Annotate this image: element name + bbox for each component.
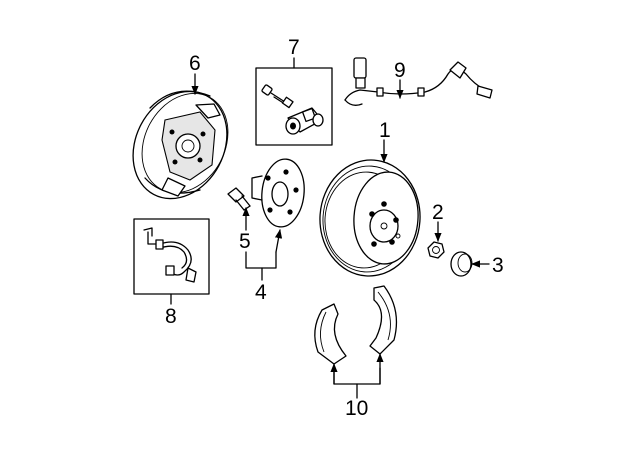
- callout-10: 10: [345, 397, 368, 420]
- bleeder-screw: [261, 84, 294, 109]
- hub-nut: [427, 241, 445, 259]
- leader-lines: [170, 57, 490, 399]
- abs-sensor-wire: [344, 57, 493, 106]
- brake-drum: [319, 159, 421, 277]
- brake-hose-box: [133, 218, 210, 295]
- wheel-cylinder-box: [255, 67, 333, 146]
- callout-3: 3: [492, 254, 504, 277]
- brake-shoe-left: [314, 303, 347, 365]
- callout-9: 9: [394, 59, 406, 82]
- callout-5: 5: [239, 230, 251, 253]
- callout-2: 2: [432, 201, 444, 224]
- callout-7: 7: [288, 36, 300, 59]
- hub-cap: [450, 251, 473, 277]
- hub-flange: [251, 158, 305, 228]
- callout-4: 4: [255, 281, 267, 304]
- callout-6: 6: [189, 52, 201, 75]
- wheel-cylinder: [285, 107, 324, 135]
- hub-bolt: [227, 187, 251, 211]
- callout-8: 8: [165, 305, 177, 328]
- backing-plate: [132, 90, 229, 200]
- brake-shoe-right: [369, 285, 398, 355]
- callout-1: 1: [379, 119, 391, 142]
